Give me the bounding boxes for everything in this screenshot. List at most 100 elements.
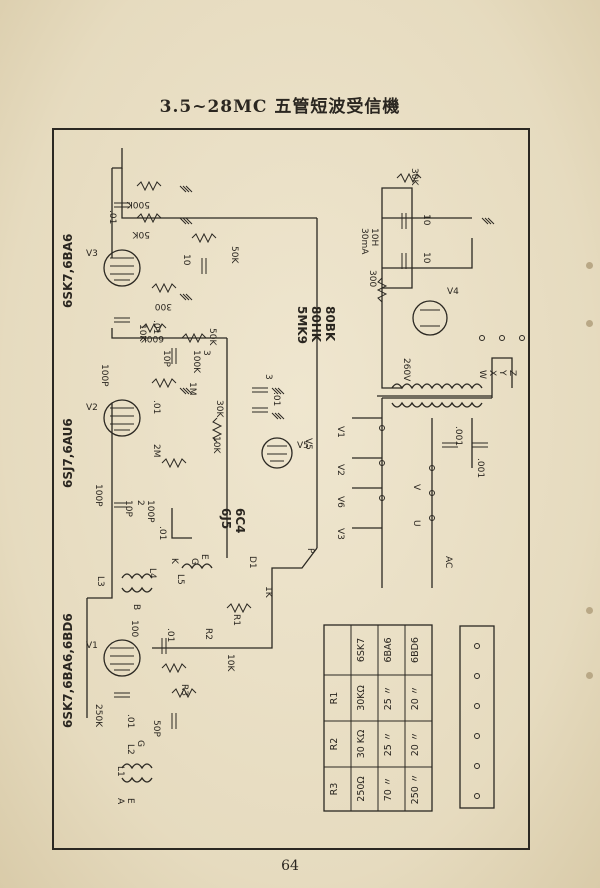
component-label: Y [497, 369, 507, 376]
selector-switches [379, 335, 525, 521]
component-label: 10 [421, 252, 431, 264]
svg-text:V3: V3 [86, 249, 98, 259]
component-label: .001 [475, 458, 485, 478]
component-label: 600K [140, 333, 164, 343]
svg-text:V1: V1 [86, 641, 98, 651]
component-label: 50P [151, 720, 161, 737]
component-label: .01 [125, 714, 135, 728]
component-label: .01 [271, 392, 281, 406]
component-label: L3 [95, 576, 105, 587]
binding-hole [586, 262, 593, 269]
component-label: 30K [214, 400, 224, 418]
component-label: R1 [231, 614, 241, 626]
resistors [136, 172, 422, 699]
tube-caption-v1: 6SK7,6BA6,6BD6 [61, 613, 75, 728]
component-label: 100P [99, 364, 109, 387]
component-label: L4 [147, 568, 157, 579]
table-header-cell: R1 [329, 692, 340, 705]
table-cell: 20 〃 [410, 732, 421, 757]
tube-caption-v5: 6J56C4 [219, 508, 247, 534]
tube-captions: 6SK7,6BA6 6SJ7,6AU6 6SK7,6BA6,6BD6 5MK98… [61, 234, 337, 728]
table-header-cell: R3 [329, 783, 340, 796]
component-label: 10H [369, 228, 379, 246]
table-cell: 250Ω [356, 776, 367, 801]
tube-caption-line: 5MK9 [295, 306, 309, 344]
component-label: L5 [175, 574, 185, 585]
component-label: L1 [115, 766, 125, 777]
table-cell: 20 〃 [410, 686, 421, 711]
component-label: 2 [135, 500, 145, 506]
component-label: 10 [181, 254, 191, 266]
component-label: V6 [335, 496, 345, 508]
component-label: 50K [229, 246, 239, 264]
component-label: X [487, 370, 497, 376]
component-label: 3 [201, 350, 211, 356]
coil-l5 [181, 563, 213, 570]
tube-caption-v4: 5MK980HK80BK [295, 306, 337, 344]
component-label: 10K [225, 654, 235, 672]
ground-symbols [179, 185, 495, 420]
table-cell: 6BA6 [383, 637, 394, 662]
table-cell: 250 〃 [410, 774, 421, 805]
component-label: 2M [151, 444, 161, 458]
component-label: 1K [263, 586, 273, 599]
table-cell: 30 KΩ [356, 730, 367, 759]
component-labels: .01 500K 50K 300 10 50K 10K 600K 50K .01… [93, 168, 517, 805]
component-label: B [131, 604, 141, 610]
component-label: V1 [335, 426, 345, 438]
component-label: 300 [155, 301, 172, 311]
component-label: V3 [335, 528, 345, 540]
table-header-cell: R2 [329, 738, 340, 751]
component-label: V2 [335, 464, 345, 476]
component-label: G [189, 558, 199, 565]
component-label: D1 [247, 556, 257, 569]
binding-hole [586, 607, 593, 614]
svg-text:V5: V5 [297, 441, 309, 451]
page-number: 64 [281, 858, 299, 874]
coil-l1 [121, 763, 153, 783]
table-cell: 70 〃 [383, 777, 394, 802]
component-label: 10K [137, 324, 147, 342]
component-label: 10P [161, 350, 171, 367]
tube-v4: V4 [412, 287, 459, 336]
component-label: .01 [107, 210, 117, 224]
component-label: 100P [145, 500, 155, 523]
component-label: 250K [93, 704, 103, 728]
component-label: 1M [187, 382, 197, 396]
component-label: 100P [93, 484, 103, 507]
coil-l3 [121, 573, 153, 593]
table-cell: 6BD6 [410, 637, 421, 663]
component-label: 10 [421, 214, 431, 226]
component-label: R3 [179, 684, 189, 696]
tube-v3: V3 [86, 249, 141, 287]
table-cell: 6SK7 [356, 638, 367, 662]
component-label: 50K [132, 229, 150, 239]
table-cell: 25 〃 [383, 732, 394, 757]
component-label: A [115, 798, 125, 805]
component-label: .01 [157, 526, 167, 540]
component-label: 300 [367, 270, 377, 287]
component-label: .001 [453, 426, 463, 446]
component-label: 3 [263, 374, 273, 380]
component-label: AC [443, 556, 453, 568]
component-label: 30mA [359, 228, 369, 255]
component-label: .01 [151, 400, 161, 414]
component-label: P [305, 548, 315, 554]
component-label: L2 [125, 744, 135, 755]
component-label: E [125, 798, 135, 804]
terminal-strip [459, 625, 495, 809]
component-label: 500K [126, 199, 150, 209]
page-title: 3.5~28MC 五管短波受信機 [159, 97, 401, 117]
component-label: .01 [165, 628, 175, 642]
table-cell: 30KΩ [356, 685, 367, 711]
component-label: E [199, 554, 209, 560]
table-cell: 25 〃 [383, 686, 394, 711]
component-label: .01 [151, 320, 161, 334]
component-label: 100 [129, 620, 139, 637]
component-label: R2 [203, 628, 213, 640]
schematic-frame [52, 128, 530, 850]
component-label: 10P [123, 500, 133, 517]
component-label: V5 [303, 438, 313, 450]
component-label: U [411, 520, 421, 527]
